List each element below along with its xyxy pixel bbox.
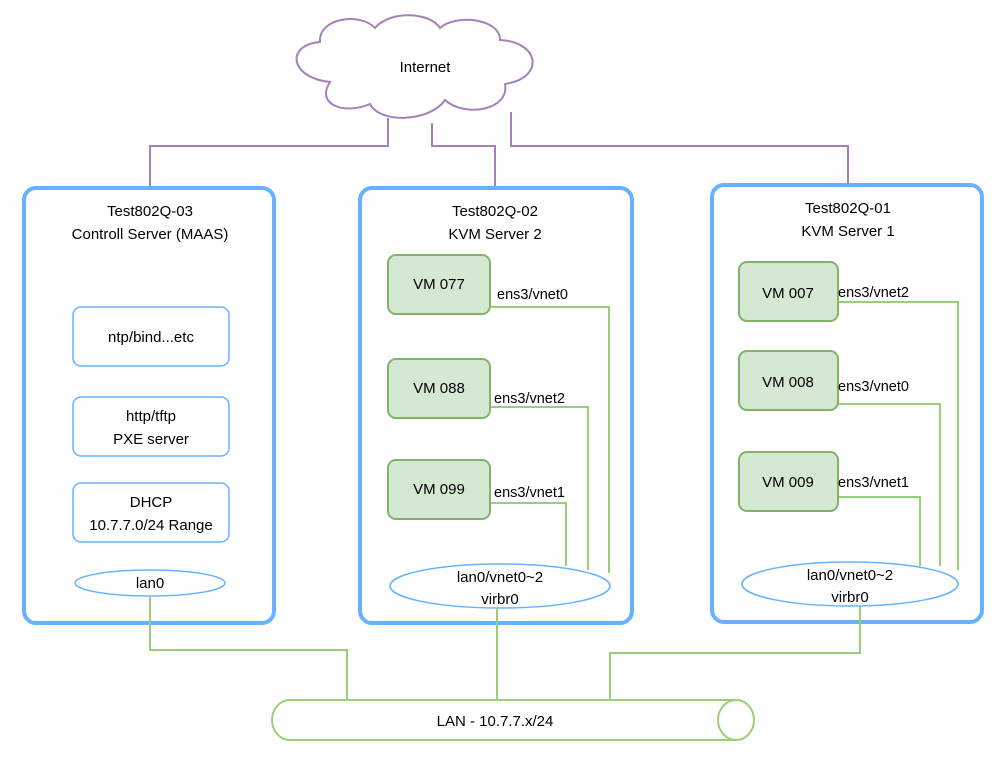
vm-interface: ens3/vnet1	[838, 475, 909, 491]
service-label: ntp/bind...etc	[108, 329, 194, 346]
vm-link	[838, 496, 921, 566]
service-label: PXE server	[113, 431, 189, 448]
vm-box	[387, 459, 491, 520]
kvm2-vm-099: VM 099 ens3/vnet1	[387, 459, 565, 520]
bridge-label: lan0/vnet0~2	[457, 569, 543, 586]
service-label: DHCP	[130, 494, 173, 511]
lan-label: LAN - 10.7.7.x/24	[437, 713, 554, 730]
lan-bus-end	[717, 699, 755, 741]
server-hostname: Test802Q-02	[452, 203, 538, 220]
vm-interface: ens3/vnet2	[494, 391, 565, 407]
kvm1-bridge: lan0/vnet0~2 virbr0	[741, 561, 959, 607]
vm-name: VM 077	[413, 276, 465, 293]
kvm2-vm-077: VM 077 ens3/vnet0	[387, 254, 568, 315]
vm-name: VM 099	[413, 481, 465, 498]
bridge-label: virbr0	[481, 591, 519, 608]
lan-link-controller	[149, 596, 348, 700]
service-box	[72, 396, 230, 457]
vm-box	[387, 254, 491, 315]
vm-name: VM 007	[762, 285, 814, 302]
controller-service-pxe: http/tftp PXE server	[72, 396, 230, 457]
vm-name: VM 009	[762, 474, 814, 491]
controller-service-dhcp: DHCP 10.7.7.0/24 Range	[72, 482, 230, 543]
vm-name: VM 008	[762, 374, 814, 391]
nic-label: lan0	[136, 575, 164, 592]
internet-cloud: Internet	[295, 14, 534, 119]
uplink-kvm2	[431, 123, 496, 188]
server-role: KVM Server 2	[448, 226, 541, 243]
service-box	[72, 482, 230, 543]
controller-service-ntp: ntp/bind...etc	[72, 306, 230, 367]
kvm2-vm-088: VM 088 ens3/vnet2	[387, 358, 565, 419]
vm-link	[490, 406, 589, 570]
vm-link	[490, 502, 567, 566]
uplink-controller	[149, 118, 389, 188]
vm-box	[738, 261, 839, 322]
kvm2-bridge: lan0/vnet0~2 virbr0	[389, 563, 611, 609]
server-role: KVM Server 1	[801, 223, 894, 240]
vm-box	[387, 358, 491, 419]
vm-interface: ens3/vnet2	[838, 285, 909, 301]
kvm1-vm-009: VM 009 ens3/vnet1	[738, 451, 909, 512]
lan-link-kvm1	[609, 606, 861, 700]
uplink-kvm1	[510, 112, 849, 185]
kvm2-vm-links	[490, 306, 610, 573]
vm-interface: ens3/vnet1	[494, 485, 565, 501]
service-box	[72, 306, 230, 367]
server-hostname: Test802Q-03	[107, 203, 193, 220]
vm-box	[738, 451, 839, 512]
vm-box	[738, 350, 839, 411]
kvm1-vm-links	[838, 301, 959, 570]
controller-nic: lan0	[74, 569, 226, 597]
kvm1-vm-007: VM 007 ens3/vnet2	[738, 261, 909, 322]
vm-interface: ens3/vnet0	[497, 287, 568, 303]
vm-name: VM 088	[413, 380, 465, 397]
vm-link	[838, 301, 959, 570]
bridge-label: lan0/vnet0~2	[807, 567, 893, 584]
service-label: http/tftp	[126, 408, 176, 425]
bridge-ellipse	[389, 563, 611, 609]
vm-link	[490, 306, 610, 573]
kvm1-vm-008: VM 008 ens3/vnet0	[738, 350, 909, 411]
vm-interface: ens3/vnet0	[838, 379, 909, 395]
internet-links	[149, 112, 849, 188]
server-hostname: Test802Q-01	[805, 200, 891, 217]
internet-label: Internet	[400, 59, 452, 76]
vm-link	[838, 403, 941, 566]
service-label: 10.7.7.0/24 Range	[89, 517, 212, 534]
lan-links	[149, 596, 861, 700]
lan-bus: LAN - 10.7.7.x/24	[271, 699, 755, 741]
bridge-ellipse	[741, 561, 959, 607]
bridge-label: virbr0	[831, 589, 869, 606]
server-role: Controll Server (MAAS)	[72, 226, 229, 243]
